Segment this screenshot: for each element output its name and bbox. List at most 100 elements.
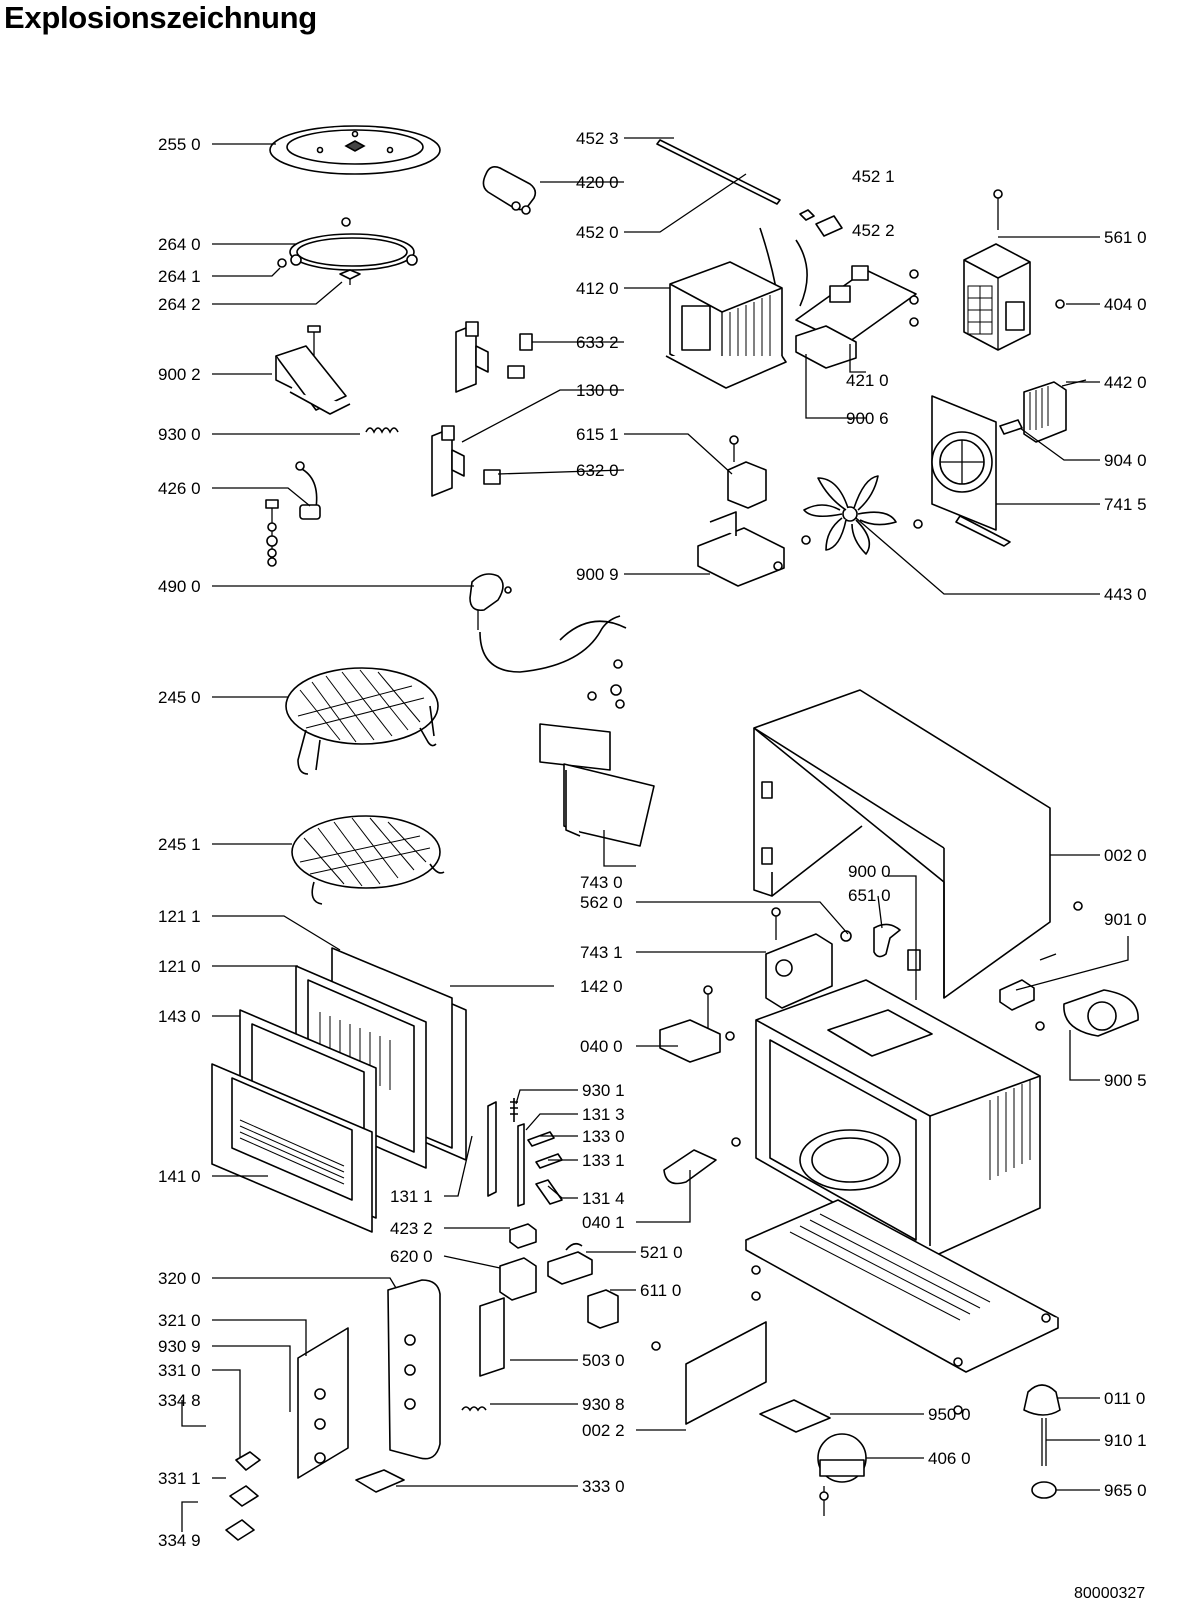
part-label-334-9: 334 9 [158,1531,201,1550]
part-label-521-0: 521 0 [640,1243,683,1262]
part-label-632-0: 632 0 [576,461,619,480]
part-label-900-6: 900 6 [846,409,889,428]
magnetron-drawing [963,189,1065,351]
part-label-002-0: 002 0 [1104,846,1147,865]
part-label-121-1: 121 1 [158,907,201,926]
part-label-264-1: 264 1 [158,267,201,286]
part-label-264-0: 264 0 [158,235,201,254]
part-label-141-0: 141 0 [158,1167,201,1186]
part-label-900-9: 900 9 [576,565,619,584]
part-label-426-0: 426 0 [158,479,201,498]
part-label-965-0: 965 0 [1104,1481,1147,1500]
part-label-412-0: 412 0 [576,279,619,298]
transformer-drawing [665,261,787,389]
fan-motor-drawing [999,379,1087,443]
part-label-930-1: 930 1 [582,1081,625,1100]
part-label-930-8: 930 8 [582,1395,625,1414]
part-label-320-0: 320 0 [158,1269,201,1288]
part-label-743-0: 743 0 [580,873,623,892]
part-label-133-0: 133 0 [582,1127,625,1146]
fan-bracket-drawing [913,395,1011,547]
part-label-421-0: 421 0 [846,371,889,390]
control-panel-drawing [225,1279,505,1541]
power-cord-drawing [469,573,627,709]
part-label-040-0: 040 0 [580,1037,623,1056]
part-drawings [211,125,1139,1541]
part-label-443-0: 443 0 [1104,585,1147,604]
roller-ring-drawing [277,217,418,285]
capacitor-drawing [482,166,537,215]
part-label-490-0: 490 0 [158,577,201,596]
part-label-620-0: 620 0 [390,1247,433,1266]
part-label-900-0: 900 0 [848,862,891,881]
part-label-406-0: 406 0 [928,1449,971,1468]
part-label-255-0: 255 0 [158,135,201,154]
door-latch-drawing [487,1098,563,1207]
lamp-holder-drawing [765,907,921,1009]
part-label-900-2: 900 2 [158,365,201,384]
part-label-142-0: 142 0 [580,977,623,996]
hv-cable-drawing [656,139,843,311]
bracket-spring-drawing [275,325,399,434]
part-label-040-1: 040 1 [582,1213,625,1232]
part-label-011-0: 011 0 [1104,1389,1145,1408]
part-label-930-0: 930 0 [158,425,201,444]
cover-plate-drawing [539,723,655,847]
foot-assembly-drawing [1023,1384,1061,1499]
page-title: Explosionszeichnung [4,0,317,35]
part-label-452-1: 452 1 [852,167,895,186]
control-board-drawing [795,265,919,369]
door-assembly-drawing [211,947,467,1233]
part-label-452-2: 452 2 [852,221,895,240]
part-label-130-0: 130 0 [576,381,619,400]
part-label-910-1: 910 1 [1104,1431,1147,1450]
cavity-chassis-drawing [745,979,1059,1415]
part-label-002-2: 002 2 [582,1421,625,1440]
turntable-plate-drawing [269,125,441,175]
outer-casing-drawing [753,689,1083,999]
part-label-331-0: 331 0 [158,1361,201,1380]
grill-rack-tall-drawing [285,667,439,775]
leader-lines [181,137,1129,1532]
part-label-452-3: 452 3 [576,129,619,148]
part-label-900-5: 900 5 [1104,1071,1147,1090]
part-label-334-8: 334 8 [158,1391,201,1410]
switch-parts-drawing [499,1223,619,1329]
part-label-133-1: 133 1 [582,1151,625,1170]
part-label-651-0: 651 0 [848,886,891,905]
part-label-503-0: 503 0 [582,1351,625,1370]
part-labels: 255 0 452 3 420 0 452 1 452 0 452 2 264 … [158,129,1147,1602]
noise-filter-bracket-drawing [697,435,785,587]
part-label-901-0: 901 0 [1104,910,1147,929]
part-label-264-2: 264 2 [158,295,201,314]
part-label-245-1: 245 1 [158,835,201,854]
part-label-420-0: 420 0 [576,173,619,192]
part-label-333-0: 333 0 [582,1477,625,1496]
interlock-switch-drawing [431,321,533,497]
part-label-131-3: 131 3 [582,1105,625,1124]
part-label-143-0: 143 0 [158,1007,201,1026]
base-cover-plate-drawing [651,1321,867,1516]
grill-rack-low-drawing [291,815,445,905]
document-number: 80000327 [1074,1585,1145,1602]
part-label-131-4: 131 4 [582,1189,625,1208]
part-label-950-0: 950 0 [928,1405,971,1424]
part-label-131-1: 131 1 [390,1187,433,1206]
part-label-743-1: 743 1 [580,943,623,962]
part-label-562-0: 562 0 [580,893,623,912]
part-label-615-1: 615 1 [576,425,619,444]
part-label-331-1: 331 1 [158,1469,201,1488]
part-label-121-0: 121 0 [158,957,201,976]
part-label-611-0: 611 0 [640,1281,681,1300]
part-label-404-0: 404 0 [1104,295,1147,314]
part-label-245-0: 245 0 [158,688,201,707]
part-label-321-0: 321 0 [158,1311,201,1330]
part-label-741-5: 741 5 [1104,495,1147,514]
part-label-452-0: 452 0 [576,223,619,242]
part-label-930-9: 930 9 [158,1337,201,1356]
part-label-423-2: 423 2 [390,1219,433,1238]
fan-blade-drawing [801,475,897,555]
part-label-442-0: 442 0 [1104,373,1147,392]
part-label-561-0: 561 0 [1104,228,1147,247]
